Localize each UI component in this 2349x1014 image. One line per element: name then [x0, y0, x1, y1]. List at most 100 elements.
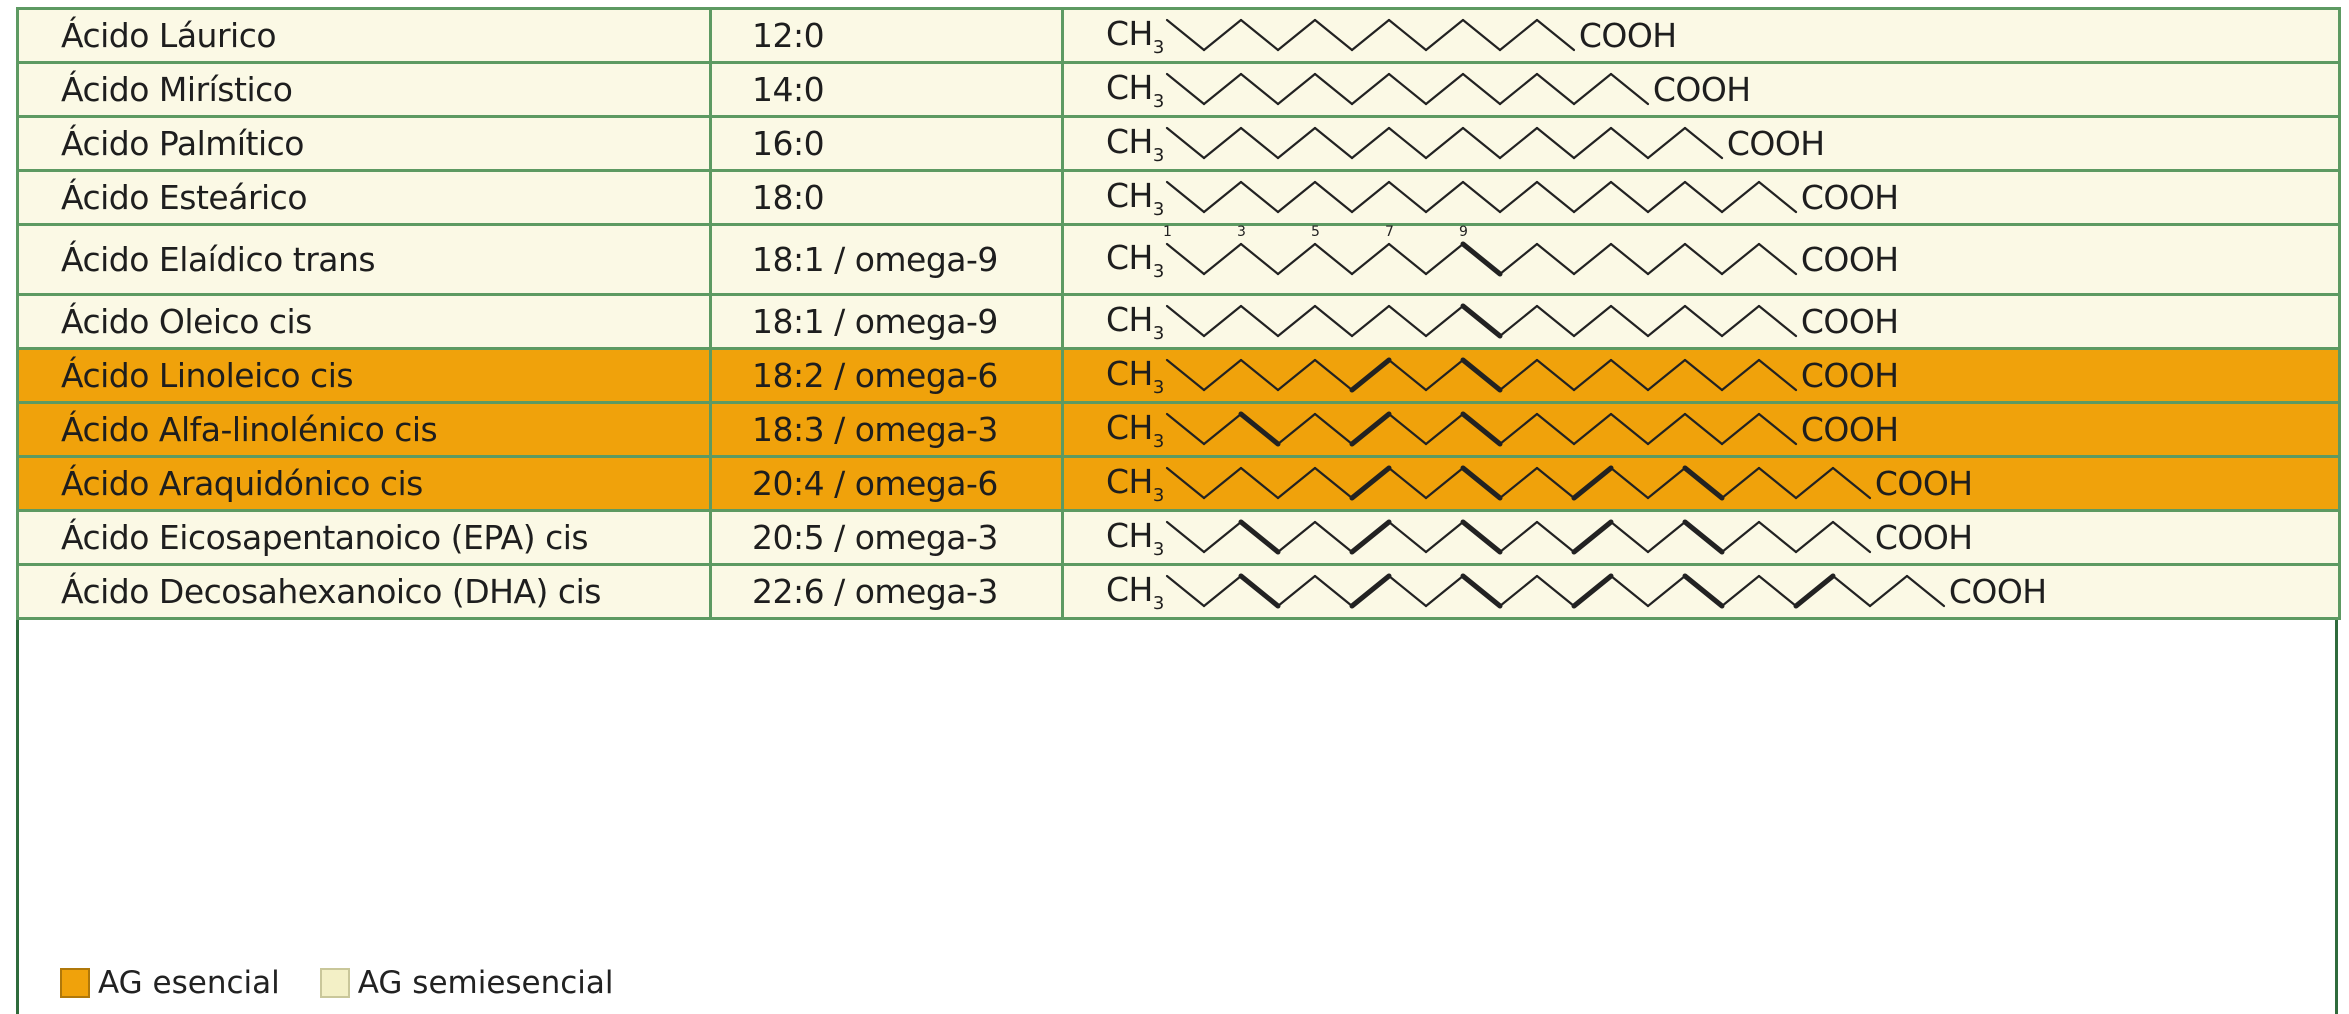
methyl-text: CH [1106, 461, 1153, 501]
single-bond [1313, 574, 1353, 607]
single-bond [1905, 574, 1945, 607]
single-bond [1535, 520, 1575, 553]
single-bond [1350, 126, 1390, 159]
single-bond [1498, 574, 1538, 607]
single-bond [1165, 574, 1205, 607]
single-bond [1202, 18, 1242, 51]
single-bond [1646, 574, 1686, 607]
single-bond [1535, 18, 1575, 51]
single-bond [1757, 520, 1797, 553]
fatty-acid-notation: 18:1 / omega-9 [709, 293, 1064, 350]
single-bond [1646, 466, 1686, 499]
methyl-text: CH [1106, 67, 1153, 107]
single-bond [1239, 242, 1279, 275]
legend-swatch-essential [60, 968, 90, 998]
methyl-subscript: 3 [1152, 376, 1164, 398]
carboxyl-group-label: COOH [1578, 16, 1677, 55]
single-bond [1683, 412, 1723, 445]
single-bond [1720, 180, 1760, 213]
carbon-position-number: 9 [1459, 224, 1467, 240]
single-bond [1646, 520, 1686, 553]
methyl-text: CH [1106, 515, 1153, 555]
single-bond [1239, 466, 1279, 499]
double-bond [1460, 465, 1503, 500]
methyl-group-label: CH3 [1106, 354, 1164, 398]
single-bond [1609, 358, 1649, 391]
double-bond [1349, 519, 1392, 554]
single-bond [1535, 466, 1575, 499]
carbon-chain-diagram [1165, 72, 1649, 105]
methyl-subscript: 3 [1152, 592, 1164, 614]
single-bond [1424, 126, 1464, 159]
fatty-acid-name: Ácido Láurico [16, 7, 712, 64]
carboxyl-group-label: COOH [1652, 70, 1751, 109]
fatty-acid-name: Ácido Linoleico cis [16, 347, 712, 404]
fatty-acid-notation: 20:5 / omega-3 [709, 509, 1064, 566]
methyl-group-label: CH3 [1106, 408, 1164, 452]
single-bond [1350, 18, 1390, 51]
methyl-text: CH [1106, 237, 1153, 277]
methyl-group-label: CH3 [1106, 238, 1164, 282]
single-bond [1165, 358, 1205, 391]
double-bond [1793, 573, 1836, 608]
single-bond [1461, 126, 1501, 159]
fatty-acid-name: Ácido Oleico cis [16, 293, 712, 350]
single-bond [1165, 520, 1205, 553]
single-bond [1757, 574, 1797, 607]
methyl-subscript: 3 [1152, 90, 1164, 112]
methyl-subscript: 3 [1152, 260, 1164, 282]
single-bond [1757, 242, 1797, 275]
double-bond [1349, 411, 1392, 446]
carbon-chain-diagram [1165, 573, 1945, 608]
methyl-group-label: CH3 [1106, 570, 1164, 614]
single-bond [1831, 520, 1871, 553]
double-bond [1460, 303, 1503, 338]
methyl-subscript: 3 [1152, 36, 1164, 58]
single-bond [1498, 18, 1538, 51]
single-bond [1535, 72, 1575, 105]
single-bond [1683, 358, 1723, 391]
single-bond [1202, 466, 1242, 499]
single-bond [1498, 126, 1538, 159]
single-bond [1276, 242, 1316, 275]
methyl-text: CH [1106, 13, 1153, 53]
single-bond [1276, 466, 1316, 499]
single-bond [1424, 180, 1464, 213]
carbon-chain-diagram [1165, 411, 1797, 446]
methyl-text: CH [1106, 353, 1153, 393]
single-bond [1461, 180, 1501, 213]
single-bond [1387, 520, 1427, 553]
legend-label-essential: AG esencial [98, 965, 280, 1001]
single-bond [1572, 242, 1612, 275]
methyl-subscript: 3 [1152, 322, 1164, 344]
methyl-subscript: 3 [1152, 144, 1164, 166]
single-bond [1831, 574, 1871, 607]
single-bond [1424, 412, 1464, 445]
single-bond [1276, 304, 1316, 337]
double-bond [1571, 573, 1614, 608]
single-bond [1313, 466, 1353, 499]
carbon-chain-diagram [1165, 18, 1575, 51]
single-bond [1794, 466, 1834, 499]
single-bond [1350, 304, 1390, 337]
single-bond [1720, 304, 1760, 337]
single-bond [1498, 242, 1538, 275]
fatty-acid-name: Ácido Alfa-linolénico cis [16, 401, 712, 458]
single-bond [1387, 466, 1427, 499]
single-bond [1313, 520, 1353, 553]
legend-label-semiessential: AG semiesencial [357, 965, 614, 1001]
fatty-acid-notation: 18:0 [709, 169, 1064, 226]
fatty-acid-name: Ácido Eicosapentanoico (EPA) cis [16, 509, 712, 566]
methyl-group-label: CH3 [1106, 14, 1164, 58]
